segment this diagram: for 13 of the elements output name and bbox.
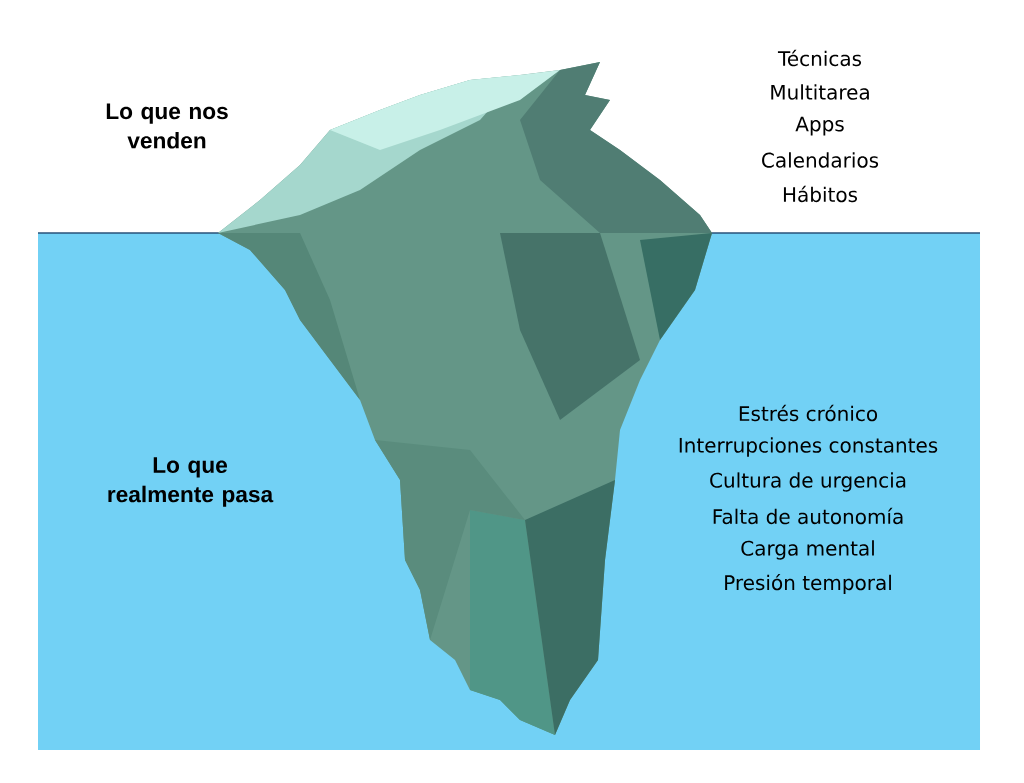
list-item: Técnicas (777, 49, 862, 67)
list-item: Falta de autonomía (713, 507, 903, 525)
list-item: Interrupciones constantes (679, 437, 938, 457)
list-item: Calendarios (762, 152, 879, 168)
list-item: Cultura de urgencia (710, 472, 906, 492)
list-item: Hábitos (783, 185, 858, 203)
list-item: Multitarea (771, 84, 869, 100)
list-item: Carga mental (741, 540, 874, 560)
heading: Lo que nos venden (106, 103, 228, 149)
list-item: Apps (795, 116, 844, 136)
list-item: Estrés crónico (739, 404, 878, 422)
heading: Lo que realmente pasa (108, 457, 274, 507)
list-item: Presión temporal (725, 573, 891, 595)
